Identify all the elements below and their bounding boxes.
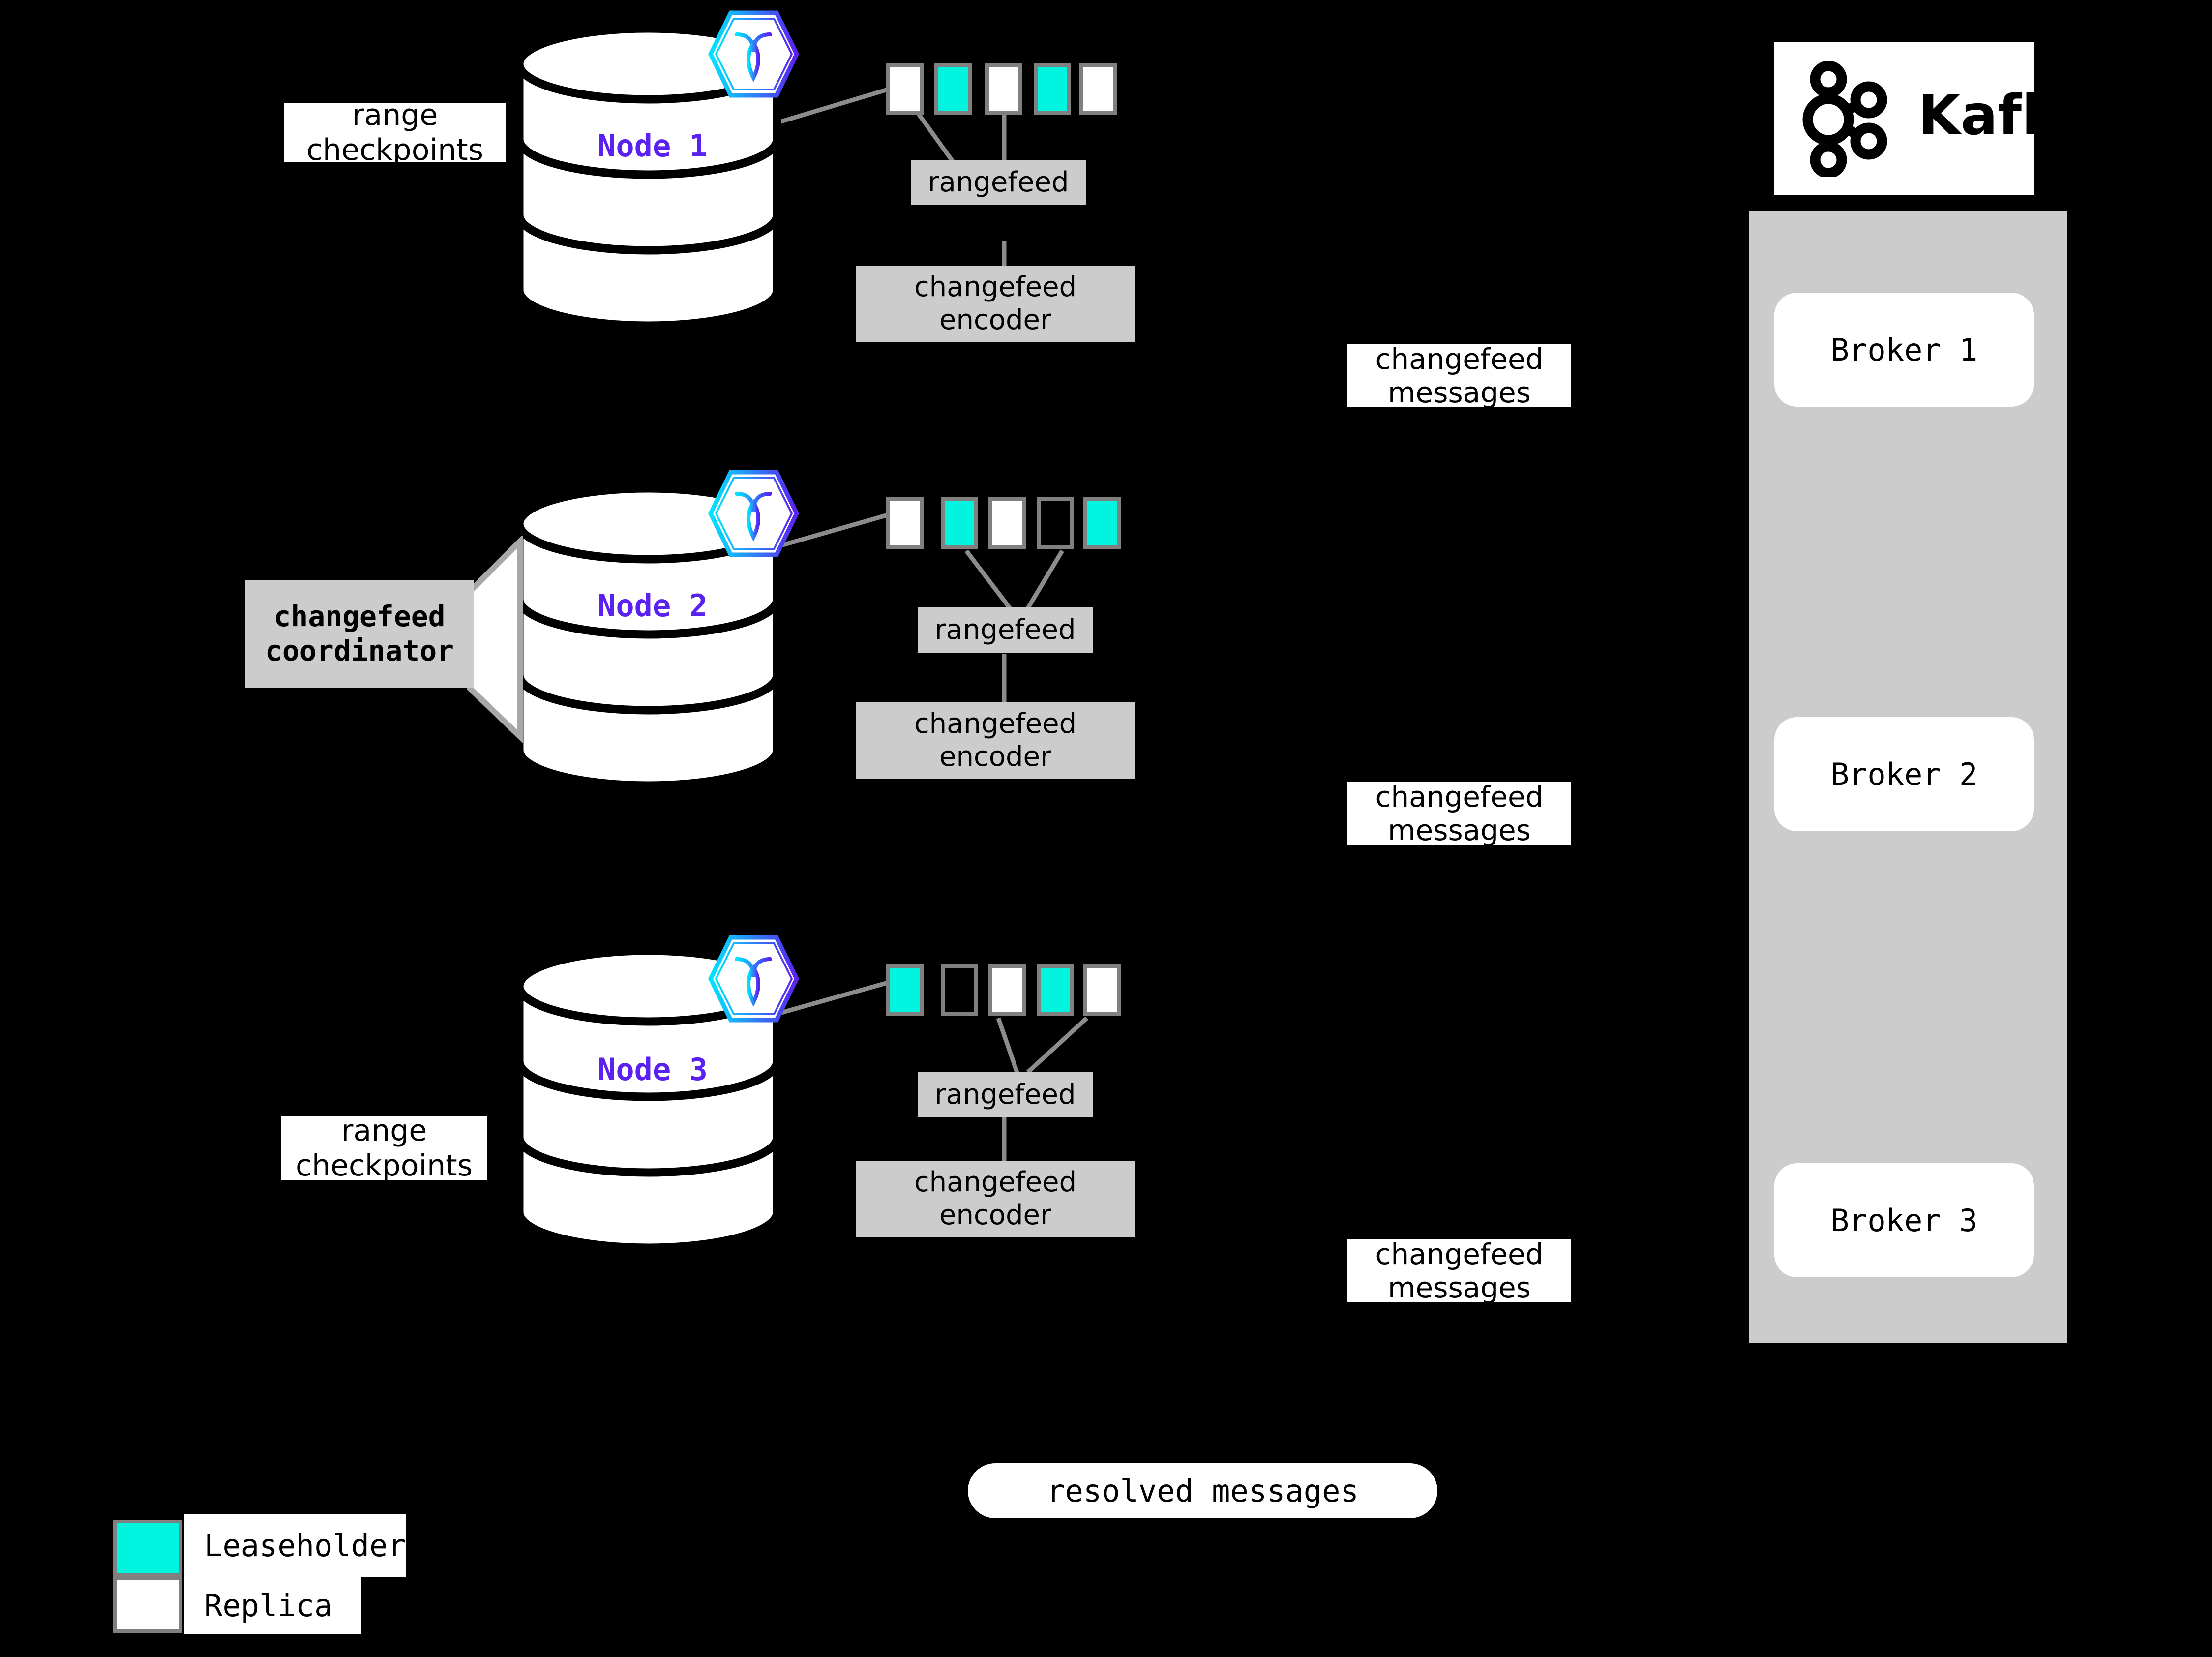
node1-range-4 bbox=[1034, 63, 1071, 115]
cockroachdb-hexagon-icon bbox=[708, 470, 799, 557]
node2-range-1 bbox=[886, 497, 924, 549]
kafka-broker-2: Broker 2 bbox=[1774, 717, 2034, 831]
node3-range-3 bbox=[988, 964, 1026, 1016]
node3-range-checkpoints-label: range checkpoints bbox=[281, 1116, 487, 1180]
node3-range-5 bbox=[1083, 964, 1121, 1016]
node1-rangefeed-box: rangefeed bbox=[911, 160, 1086, 205]
legend-swatch-leaseholder bbox=[113, 1520, 182, 1576]
node2-range-5 bbox=[1083, 497, 1121, 549]
node2-label: Node 2 bbox=[598, 588, 708, 624]
kafka-logo-text: Kafka bbox=[1918, 84, 2096, 148]
changefeed-messages-label-2: changefeed messages bbox=[1347, 782, 1571, 845]
node3-range-2 bbox=[941, 964, 978, 1016]
kafka-logo-icon bbox=[1802, 61, 1887, 177]
node3-range-1 bbox=[886, 964, 924, 1016]
cockroachdb-hexagon-icon bbox=[708, 935, 799, 1023]
node2-changefeed-encoder-box: changefeed encoder bbox=[856, 702, 1135, 779]
node1-range-5 bbox=[1079, 63, 1117, 115]
node2-range-2 bbox=[941, 497, 978, 549]
node1-range-2 bbox=[934, 63, 972, 115]
coordinator-pointer bbox=[467, 536, 523, 743]
node3-rangefeed-box: rangefeed bbox=[918, 1072, 1093, 1117]
changefeed-messages-label-1: changefeed messages bbox=[1347, 344, 1571, 407]
node2-range-3 bbox=[988, 497, 1026, 549]
kafka-broker-1: Broker 1 bbox=[1774, 293, 2034, 407]
cockroachdb-hexagon-icon bbox=[708, 10, 799, 98]
node1-range-3 bbox=[985, 63, 1022, 115]
node1-changefeed-encoder-box: changefeed encoder bbox=[856, 266, 1135, 342]
changefeed-messages-label-3: changefeed messages bbox=[1347, 1239, 1571, 1302]
node2-rangefeed-box: rangefeed bbox=[918, 607, 1093, 653]
changefeed-coordinator-box: changefeed coordinator bbox=[245, 580, 474, 688]
node1-range-1 bbox=[886, 63, 924, 115]
node1-label: Node 1 bbox=[598, 128, 708, 164]
node3-cylinder bbox=[515, 949, 781, 1249]
node3-range-4 bbox=[1037, 964, 1074, 1016]
legend-label-replica: Replica bbox=[184, 1577, 361, 1634]
node2-range-4 bbox=[1037, 497, 1074, 549]
node1-range-checkpoints-label: range checkpoints bbox=[284, 103, 506, 162]
node3-changefeed-encoder-box: changefeed encoder bbox=[856, 1161, 1135, 1237]
resolved-messages-pill: resolved messages bbox=[968, 1463, 1437, 1518]
node3-label: Node 3 bbox=[598, 1052, 708, 1087]
kafka-broker-3: Broker 3 bbox=[1774, 1163, 2034, 1277]
legend-label-leaseholder: Leaseholder bbox=[184, 1514, 406, 1577]
legend-swatch-replica bbox=[113, 1576, 182, 1633]
